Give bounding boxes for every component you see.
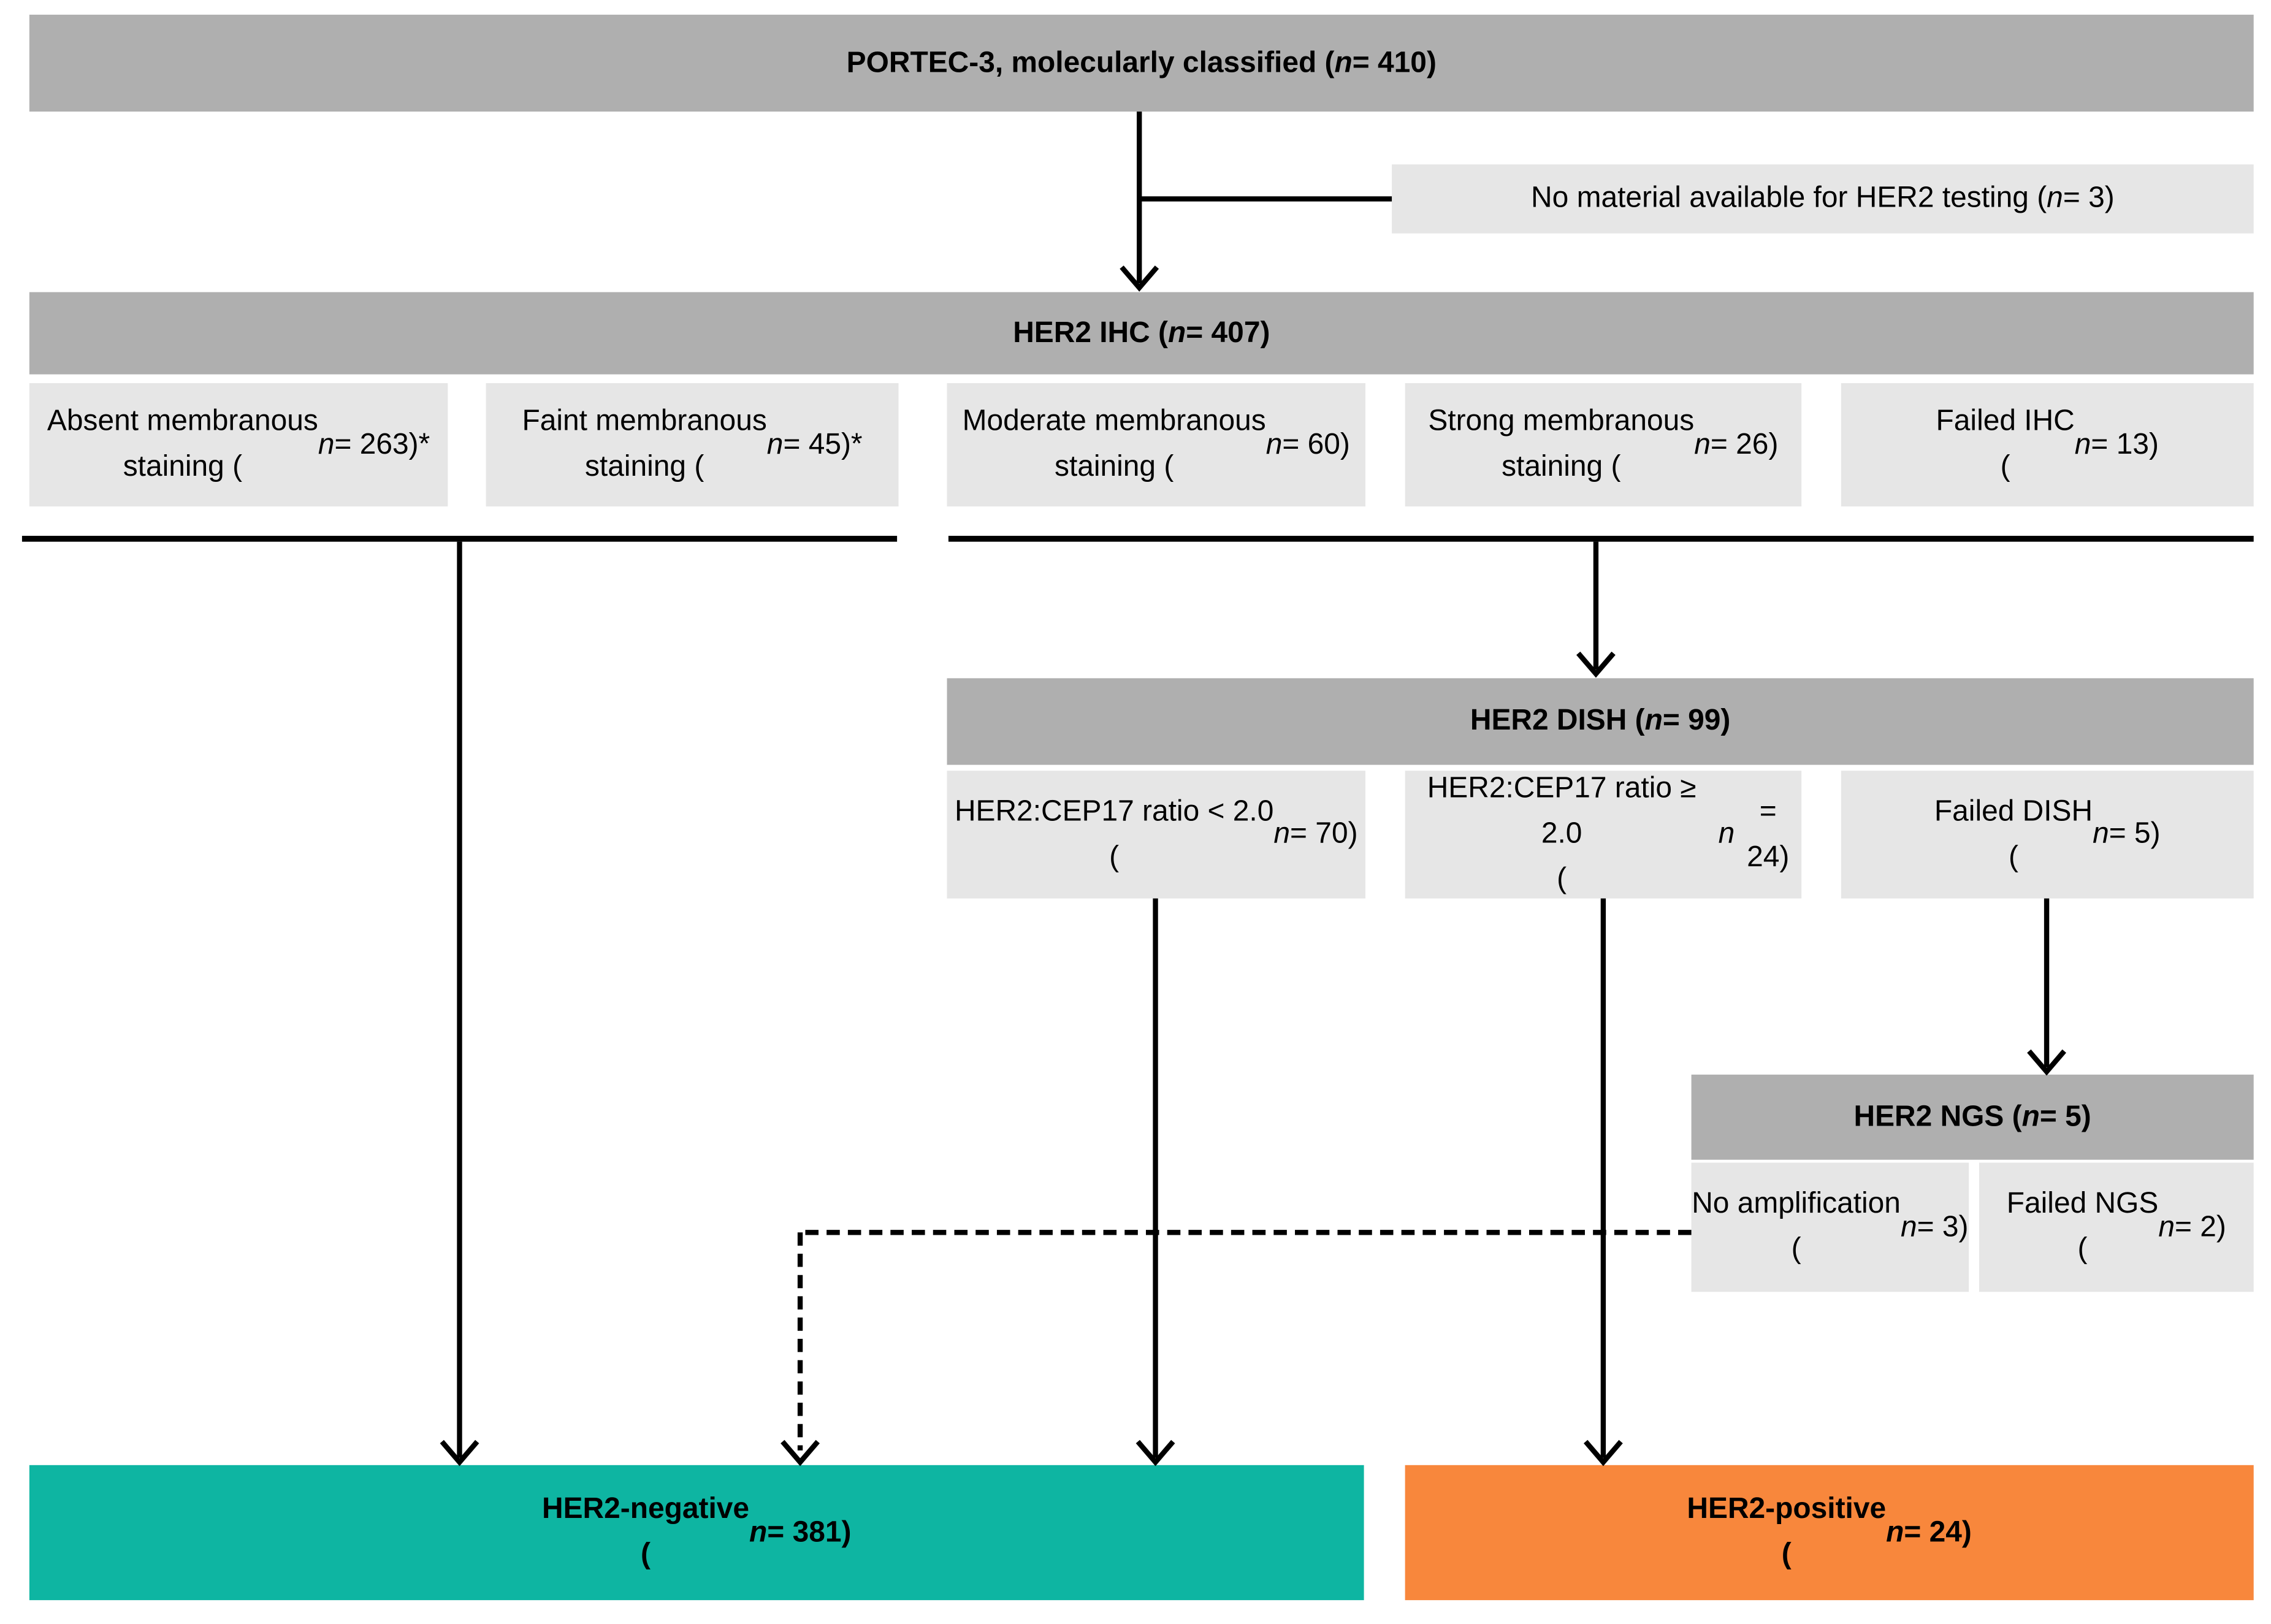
arrow-dish-group-to-dish	[1576, 541, 1616, 678]
arrow-negative-group-to-outcome	[440, 541, 479, 1466]
ngs-result-no-amplification: No amplification(n = 3)	[1691, 1162, 1969, 1292]
arrow-ratio-low-to-negative	[1136, 898, 1175, 1466]
arrow-failed-dish-to-ngs	[2027, 898, 2066, 1076]
outcome-her2-negative: HER2-negative(n = 381)	[29, 1465, 1364, 1601]
arrow-no-amplification-to-negative	[781, 1230, 1692, 1466]
dish-result-ratio-low: HER2:CEP17 ratio < 2.0(n = 70)	[947, 771, 1365, 899]
arrow-ratio-high-to-positive	[1583, 898, 1623, 1466]
root-node: PORTEC-3, molecularly classified (n = 41…	[29, 14, 2254, 112]
dish-result-ratio-high: HER2:CEP17 ratio ≥ 2.0(n = 24)	[1405, 771, 1802, 899]
excluded-node: No material available for HER2 testing (…	[1392, 164, 2254, 234]
ngs-result-failed: Failed NGS(n = 2)	[1979, 1162, 2254, 1292]
dish-result-failed: Failed DISH(n = 5)	[1841, 771, 2254, 899]
outcome-her2-positive: HER2-positive(n = 24)	[1405, 1465, 2254, 1601]
ihc-result-failed: Failed IHC(n = 13)	[1841, 383, 2254, 507]
arrow-root-to-ihc	[1120, 111, 1159, 292]
dish-header-node: HER2 DISH (n = 99)	[947, 678, 2254, 765]
ngs-header-node: HER2 NGS (n = 5)	[1691, 1074, 2254, 1160]
ihc-header-node: HER2 IHC (n = 407)	[29, 292, 2254, 375]
